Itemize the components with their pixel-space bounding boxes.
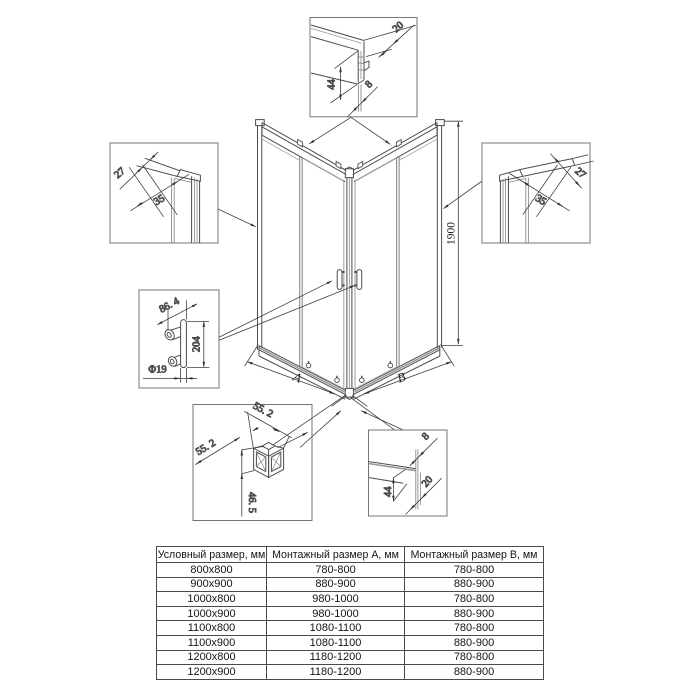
dim-label-lwall-27: 27 bbox=[112, 166, 127, 181]
table-row: 1100х900 1080-1100 880-900 bbox=[156, 634, 544, 651]
door-handle-left bbox=[336, 269, 345, 290]
cell-nominal: 1100х900 bbox=[156, 634, 267, 651]
cell-size-a: 1180-1200 bbox=[266, 649, 405, 666]
dim-a bbox=[244, 344, 347, 407]
dim-label-handle-204: 204 bbox=[192, 336, 203, 353]
dim-label-corner-46: 46. 5 bbox=[246, 492, 257, 513]
cell-size-b: 880-900 bbox=[404, 664, 544, 680]
col-header-mount-size-b: Монтажный размер В, мм bbox=[404, 546, 544, 563]
top-rail-right bbox=[352, 122, 438, 183]
cell-size-b: 780-800 bbox=[404, 649, 544, 666]
cell-size-b: 880-900 bbox=[404, 605, 544, 622]
col-header-nominal-size: Условный размер, мм bbox=[156, 546, 267, 563]
cell-size-a: 780-800 bbox=[266, 562, 405, 578]
callout-leaders bbox=[217, 116, 483, 448]
table-row: 1000х900 980-1000 880-900 bbox=[156, 605, 544, 622]
cell-size-a: 1080-1100 bbox=[266, 634, 405, 651]
dim-label-bottom-44: 44 bbox=[383, 486, 394, 497]
detail-corner-connector: 55. 2 55. 2 46. 5 bbox=[192, 400, 313, 521]
table-row: 1200х900 1180-1200 880-900 bbox=[156, 664, 544, 680]
corner-post bbox=[343, 166, 356, 400]
cell-nominal: 900х900 bbox=[156, 576, 267, 593]
cell-nominal: 1200х800 bbox=[156, 649, 267, 666]
dim-label-top-8: 8 bbox=[363, 79, 375, 90]
dim-label-top-44: 44 bbox=[326, 79, 337, 90]
detail-left-wall: 27 35 bbox=[109, 142, 219, 244]
cell-nominal: 1100х800 bbox=[156, 620, 267, 636]
dim-label-rwall-35: 35 bbox=[533, 193, 548, 208]
cell-size-b: 880-900 bbox=[404, 576, 544, 593]
dim-label-handle-86: 86. 4 bbox=[158, 296, 182, 316]
table-row: 1000х800 980-1000 780-800 bbox=[156, 591, 544, 607]
cell-nominal: 1000х900 bbox=[156, 605, 267, 622]
cell-size-b: 780-800 bbox=[404, 620, 544, 636]
cell-size-a: 980-1000 bbox=[266, 591, 405, 607]
detail-bottom-profile: 8 44 20 bbox=[368, 429, 448, 517]
col-header-mount-size-a: Монтажный размер А, мм bbox=[266, 546, 405, 563]
right-wall-profile bbox=[435, 119, 445, 349]
dim-label-height-1900: 1900 bbox=[446, 222, 458, 245]
main-dimensions bbox=[244, 120, 463, 407]
table-row: 900х900 880-900 880-900 bbox=[156, 576, 544, 593]
detail-handle: 86. 4 204 Φ19 bbox=[138, 289, 220, 389]
dim-label-rwall-27: 27 bbox=[572, 166, 587, 181]
cell-nominal: 800х800 bbox=[156, 562, 267, 578]
dim-b bbox=[352, 344, 455, 407]
dim-label-corner-55b: 55. 2 bbox=[194, 438, 218, 458]
dim-label-bottom-8: 8 bbox=[420, 431, 431, 442]
table-row: 1200х800 1180-1200 780-800 bbox=[156, 649, 544, 666]
door-top-guides bbox=[297, 138, 402, 170]
cell-size-a: 880-900 bbox=[266, 576, 405, 593]
size-table: Условный размер, мм Монтажный размер А, … bbox=[156, 546, 544, 680]
main-enclosure-view bbox=[255, 119, 445, 400]
cell-size-b: 780-800 bbox=[404, 591, 544, 607]
table-row: 1100х800 1080-1100 780-800 bbox=[156, 620, 544, 636]
cell-size-a: 1180-1200 bbox=[266, 664, 405, 680]
cell-size-a: 980-1000 bbox=[266, 605, 405, 622]
cell-nominal: 1200х900 bbox=[156, 664, 267, 680]
dim-label-lwall-35: 35 bbox=[152, 193, 167, 208]
dim-1900 bbox=[441, 120, 463, 346]
detail-right-wall: 27 35 bbox=[481, 142, 594, 244]
dim-label-width-b: B bbox=[395, 369, 408, 386]
top-rail-left bbox=[261, 122, 347, 183]
cell-nominal: 1000х800 bbox=[156, 591, 267, 607]
detail-top-profile: 20 44 8 bbox=[309, 17, 418, 118]
cell-size-a: 1080-1100 bbox=[266, 620, 405, 636]
table-row: 800х800 780-800 780-800 bbox=[156, 562, 544, 578]
left-wall-profile bbox=[255, 119, 265, 350]
dim-label-top-20: 20 bbox=[391, 20, 406, 35]
cell-size-b: 880-900 bbox=[404, 634, 544, 651]
size-table-header-row: Условный размер, мм Монтажный размер А, … bbox=[156, 546, 544, 563]
dim-label-handle-dia: Φ19 bbox=[148, 365, 166, 376]
cell-size-b: 780-800 bbox=[404, 562, 544, 578]
